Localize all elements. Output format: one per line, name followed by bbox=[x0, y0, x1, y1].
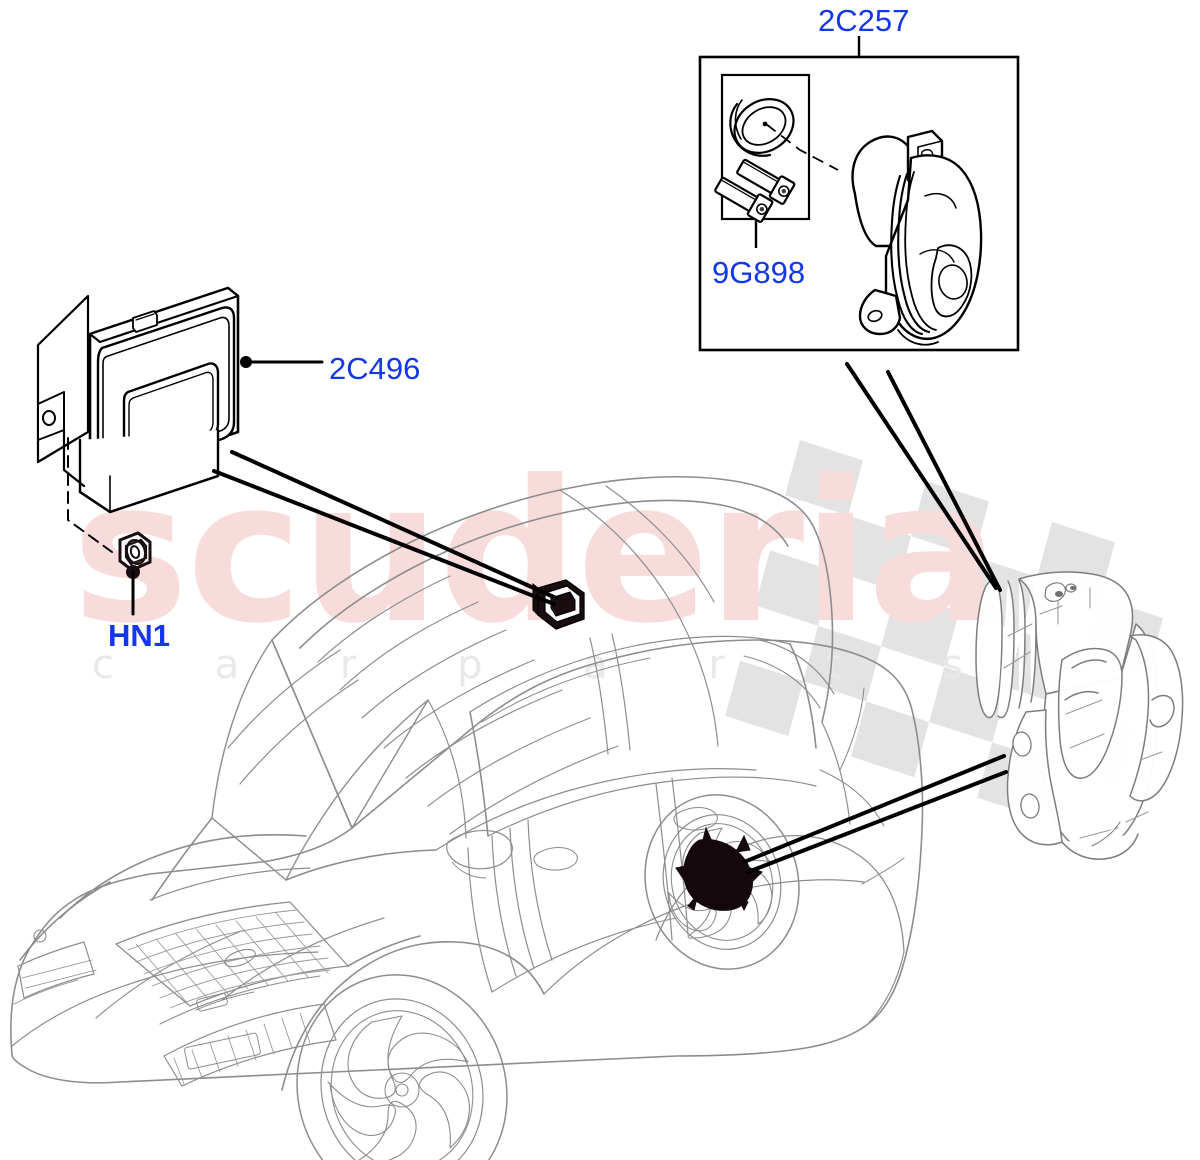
watermark-scuderia-text: scuderia bbox=[72, 439, 1000, 667]
part-label-2c257[interactable]: 2C257 bbox=[818, 3, 910, 38]
hex-nut-hn1 bbox=[118, 531, 152, 579]
part-label-2c496[interactable]: 2C496 bbox=[329, 351, 421, 386]
part-label-hn1[interactable]: HN1 bbox=[108, 618, 171, 653]
rear-wheel-caliper-highlight bbox=[675, 826, 763, 912]
part-label-9g898[interactable]: 9G898 bbox=[712, 255, 806, 290]
assembly-dashed-line bbox=[765, 123, 839, 171]
